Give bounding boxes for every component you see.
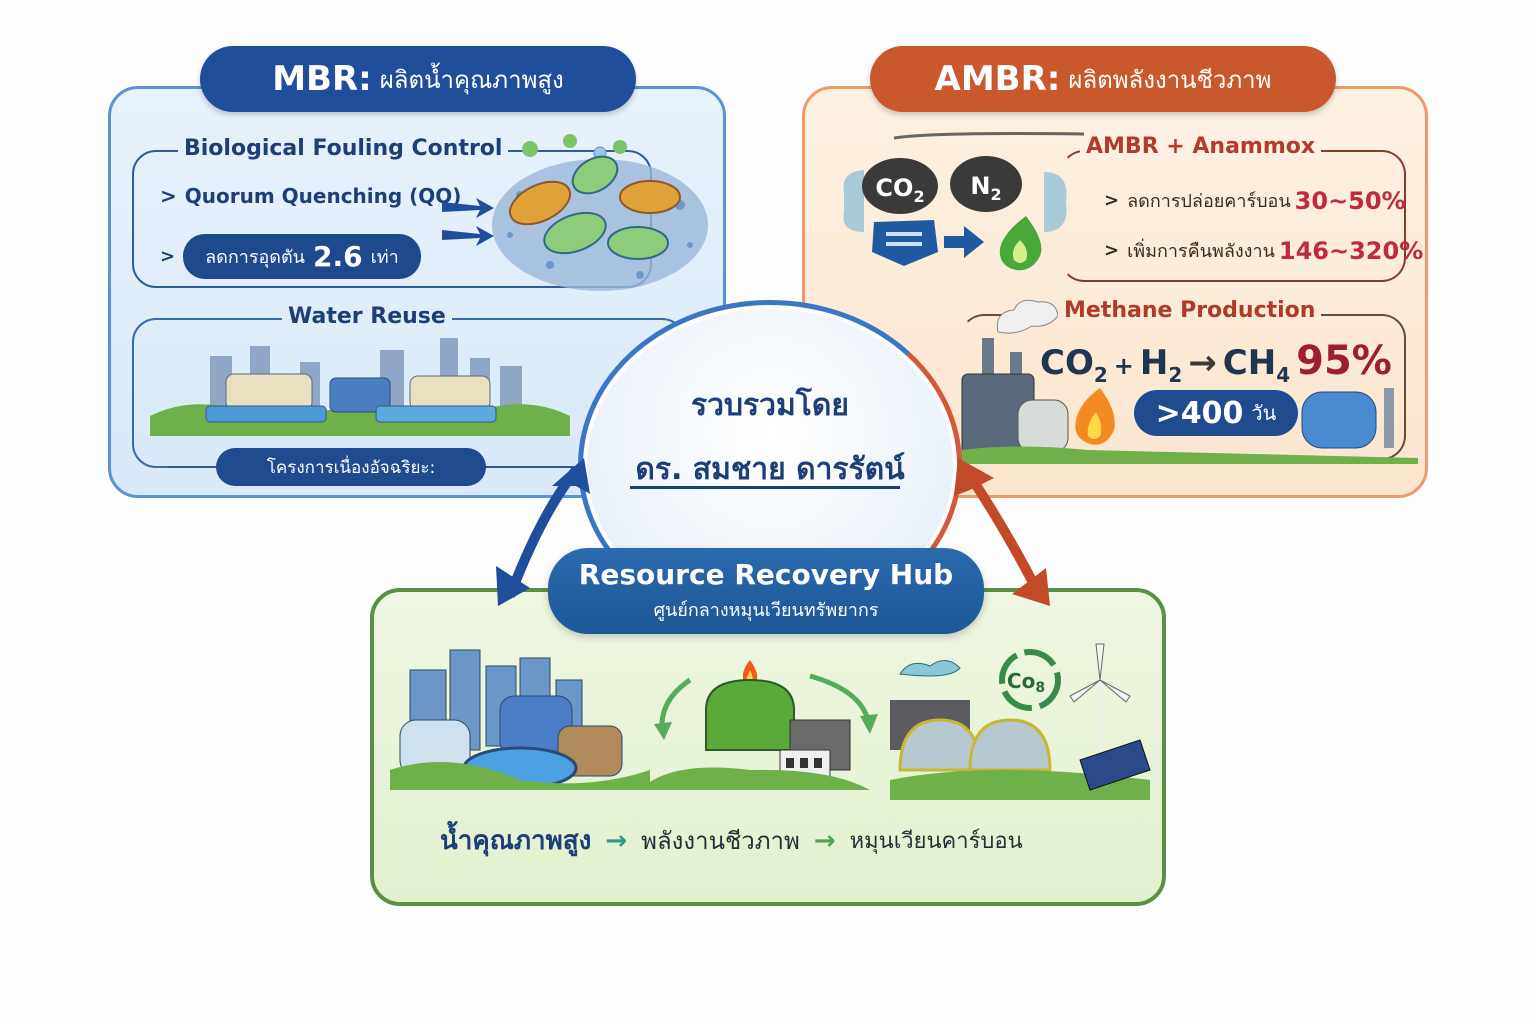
qq-bullet: > Quorum Quenching (QQ) [160,184,461,208]
ambr-title: AMBR: ผลิตพลังงานชีวภาพ [870,46,1336,112]
methane-purity: 95% [1296,338,1392,384]
svg-text:Co8: Co8 [1007,669,1045,696]
eq-co2: CO2 [1040,343,1108,387]
chevron-right-icon: > [160,246,176,267]
author-name: ดร. สมชาย ดารรัตน์ [635,452,905,487]
divider-line [168,466,220,468]
pressure-value: 2.6 [312,240,363,273]
project-pill: โครงการเนื่องอัจฉริยะ: [216,448,486,486]
carbon-reduction-value: 30~50% [1294,186,1406,215]
methane-equation: CO2 + H2 → CH4 95% [1040,338,1392,387]
carbon-reduction-label: ลดการปล่อยคาร์บอน [1127,191,1291,212]
operation-days-pill: >400 วัน [1134,390,1298,436]
hub-title-pill: Resource Recovery Hub ศูนย์กลางหมุนเวียน… [548,548,984,634]
chevron-right-icon: > [1104,240,1120,261]
water-reuse-heading: Water Reuse [282,304,452,329]
days-unit: วัน [1251,401,1277,425]
ambr-title-prefix: AMBR: [934,59,1061,99]
pressure-label: ลดการอุดตัน [205,247,305,268]
pressure-unit: เท่า [370,247,399,268]
chevron-right-icon: > [1104,190,1120,211]
mbr-title-prefix: MBR: [272,59,372,99]
eq-ch4: CH4 [1222,343,1291,387]
methane-plant-illustration-icon [948,299,1418,464]
flow-step-water: น้ำคุณภาพสูง [440,826,592,856]
carbon-reduction-bullet: > ลดการปล่อยคาร์บอน 30~50% [1104,186,1406,215]
flow-step-carbon: หมุนเวียนคาร์บอน [849,829,1023,854]
mbr-title: MBR: ผลิตน้ำคุณภาพสูง [200,46,636,112]
ambr-title-thai: ผลิตพลังงานชีวภาพ [1068,65,1272,94]
energy-recovery-bullet: > เพิ่มการคืนพลังงาน 146~320% [1104,236,1423,265]
fouling-heading: Biological Fouling Control [178,136,509,161]
arrow-right-icon: → [813,825,836,856]
arrow-right-icon: → [1188,343,1217,383]
methane-heading: Methane Production [1058,298,1322,323]
resource-recovery-illustration-icon: Co8 [390,643,1151,800]
days-value: >400 [1155,395,1244,431]
author-underline [630,486,900,489]
pressure-pill: ลดการอุดตัน 2.6 เท่า [183,234,421,279]
resource-flow: น้ำคุณภาพสูง → พลังงานชีวภาพ → หมุนเวียน… [440,820,1023,861]
flow-step-energy: พลังงานชีวภาพ [641,827,800,855]
gas-conversion-illustration-icon: CO2 N2 [843,132,1085,271]
eq-plus: + [1113,352,1134,380]
arrows-to-bacteria-icon [442,198,494,246]
double-arrow-orange-icon [954,458,1050,606]
energy-recovery-label: เพิ่มการคืนพลังงาน [1127,241,1275,262]
hub-subtitle: ศูนย์กลางหมุนเวียนทรัพยากร [653,600,879,621]
qq-label: Quorum Quenching (QQ) [184,184,462,208]
arrow-right-icon: → [605,825,628,856]
anammox-heading: AMBR + Anammox [1080,134,1322,159]
energy-recovery-value: 146~320% [1278,236,1424,265]
chevron-right-icon: > [160,184,177,208]
svg-text:CO2: CO2 [875,174,924,206]
double-arrow-blue-icon [496,458,590,606]
compiled-by-label: รวบรวมโดย [691,388,849,423]
eq-h2: H2 [1139,343,1183,387]
pressure-bullet: > ลดการอุดตัน 2.6 เท่า [160,234,421,279]
hub-title: Resource Recovery Hub [578,558,954,591]
bacteria-illustration-icon [492,134,708,291]
water-treatment-plant-illustration-icon [150,338,570,436]
mbr-title-thai: ผลิตน้ำคุณภาพสูง [379,65,564,94]
